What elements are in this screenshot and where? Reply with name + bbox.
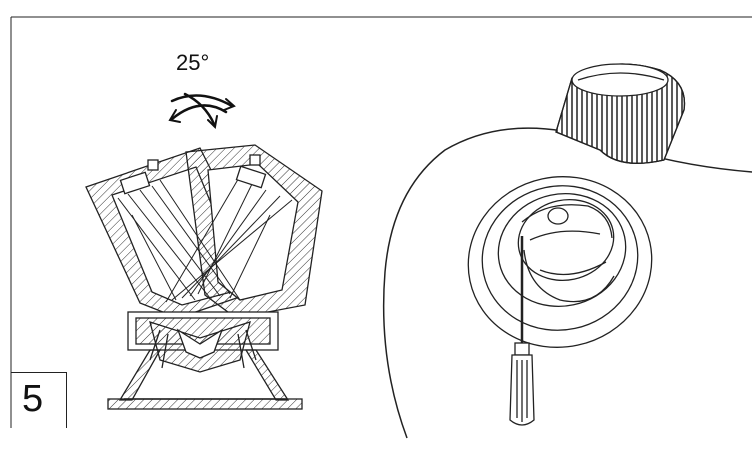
- screwdriver-icon: [509, 236, 535, 426]
- frame-border: [10, 16, 752, 428]
- tilt-angle-label: 25°: [176, 50, 210, 75]
- tilted-luminaire-cross-section: [85, 144, 323, 410]
- downlight-trim: [467, 176, 653, 348]
- heatsink: [555, 63, 686, 164]
- ceiling-installation-view: [382, 63, 752, 439]
- rotation-arrows-icon: [168, 92, 236, 130]
- step-number: 5: [22, 378, 44, 420]
- step-number-box: [11, 372, 67, 428]
